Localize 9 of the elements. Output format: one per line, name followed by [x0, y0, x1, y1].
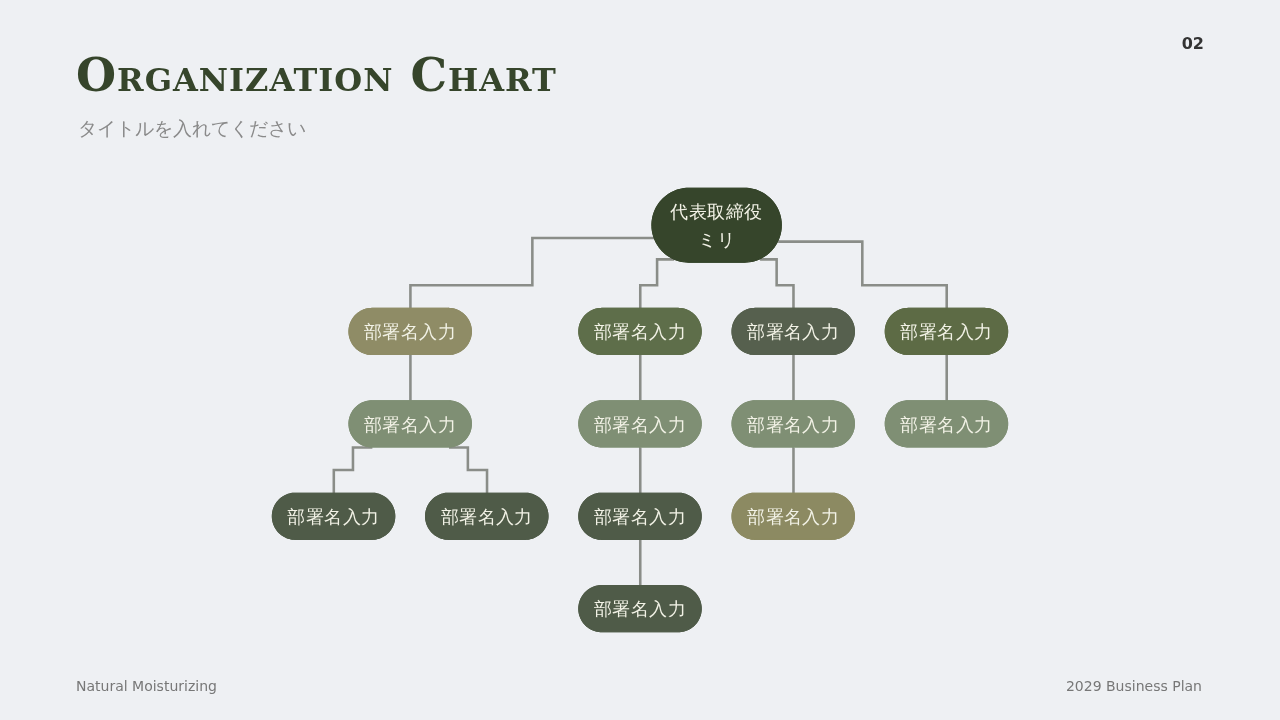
subtitle: タイトルを入れてください	[78, 116, 306, 141]
footer-text: Natural Moisturizing	[76, 678, 217, 694]
connector	[332, 446, 373, 495]
connector	[638, 446, 642, 495]
footer-text: 2029 Business Plan	[1065, 678, 1202, 694]
connector	[448, 446, 489, 495]
connector	[792, 446, 795, 495]
page-number: 02	[1181, 34, 1204, 53]
title: Organization Chart	[76, 48, 557, 102]
